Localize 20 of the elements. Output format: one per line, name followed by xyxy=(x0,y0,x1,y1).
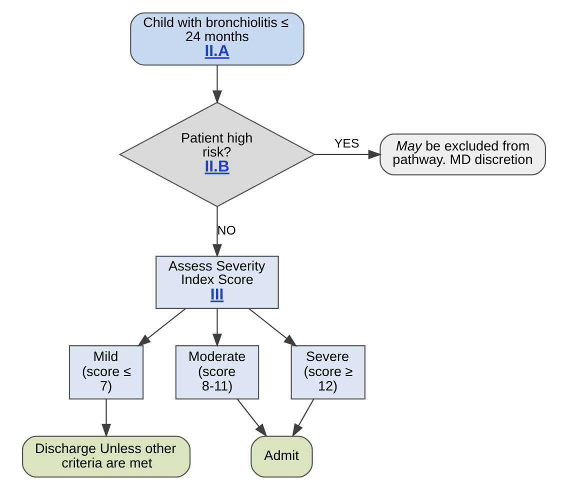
node-box: Assess Severity Index Score III xyxy=(156,256,279,309)
node-box: Admit xyxy=(250,436,313,478)
edge-label: YES xyxy=(334,136,360,150)
arrow xyxy=(236,398,268,438)
node-box: Discharge Unless other criteria are met xyxy=(22,436,191,478)
node-diamond: Patient high risk? II.B xyxy=(118,102,316,208)
arrow xyxy=(212,65,222,104)
node-box: Child with bronchiolitis ≤ 24 months II.A xyxy=(130,12,304,66)
arrow xyxy=(248,308,298,347)
node-box: Moderate (score 8-11) xyxy=(175,345,260,400)
edge-label: NO xyxy=(217,224,236,238)
node-box: Severe (score ≥ 12) xyxy=(290,345,366,400)
node-box: Mild (score ≤ 7) xyxy=(68,345,144,400)
arrow xyxy=(314,150,382,160)
arrow xyxy=(137,308,186,347)
arrow xyxy=(212,308,222,348)
arrow xyxy=(102,398,112,438)
arrow xyxy=(292,398,314,438)
node-box: May be excluded from pathway. MD discretion xyxy=(380,134,546,176)
arrow xyxy=(212,206,222,258)
